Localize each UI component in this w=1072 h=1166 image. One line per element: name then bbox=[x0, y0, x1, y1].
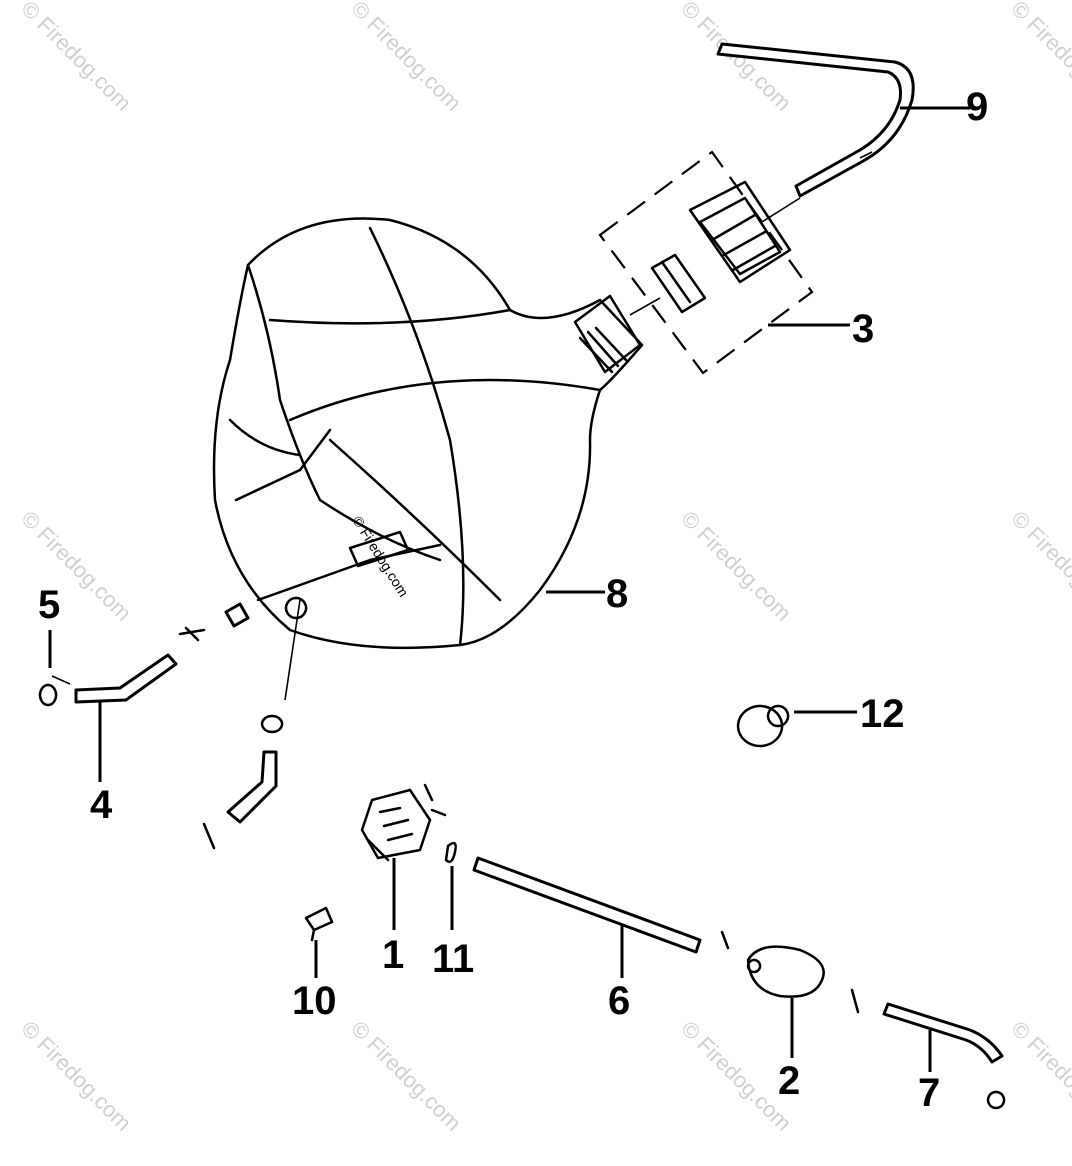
callout-6: 6 bbox=[608, 979, 630, 1023]
callout-5: 5 bbox=[38, 583, 60, 627]
tank-stamp-text: © Firedog.com bbox=[349, 513, 411, 600]
callout-8: 8 bbox=[606, 572, 628, 616]
callout-10: 10 bbox=[292, 979, 337, 1023]
part-7-fuel-hose bbox=[882, 1002, 1006, 1110]
callout-4: 4 bbox=[90, 783, 113, 827]
part-3-fuel-cap-assembly bbox=[598, 150, 814, 375]
watermark: © Firedog.com bbox=[1006, 506, 1072, 626]
watermark: © Firedog.com bbox=[346, 0, 466, 116]
callout-1: 1 bbox=[382, 933, 404, 977]
part-10-screw bbox=[304, 906, 334, 942]
callout-9: 9 bbox=[966, 85, 988, 129]
part-1-fuel-valve bbox=[360, 783, 447, 862]
part-4-drain-hose bbox=[74, 596, 308, 850]
watermark: © Firedog.com bbox=[346, 1016, 466, 1136]
watermark: © Firedog.com bbox=[16, 506, 136, 626]
part-11-clip bbox=[444, 841, 457, 863]
callout-7: 7 bbox=[918, 1071, 940, 1115]
callout-12: 12 bbox=[860, 692, 905, 736]
part-2-fuel-filter bbox=[720, 930, 860, 1014]
watermark: © Firedog.com bbox=[676, 506, 796, 626]
watermarks: © Firedog.com © Firedog.com © Firedog.co… bbox=[16, 0, 1072, 1136]
watermark: © Firedog.com bbox=[16, 0, 136, 116]
part-6-fuel-line bbox=[472, 856, 702, 954]
watermark: © Firedog.com bbox=[1006, 1016, 1072, 1136]
watermark: © Firedog.com bbox=[16, 1016, 136, 1136]
watermark: © Firedog.com bbox=[1006, 0, 1072, 116]
callout-3: 3 bbox=[852, 307, 874, 351]
callout-2: 2 bbox=[778, 1059, 800, 1103]
part-12-grommet bbox=[736, 704, 790, 748]
leader-lines bbox=[48, 106, 970, 1072]
part-5-hose-clip bbox=[38, 675, 71, 707]
part-9-breather-tube bbox=[716, 42, 915, 198]
callout-11: 11 bbox=[432, 937, 474, 981]
callout-numbers: 9 3 8 12 5 4 1 11 10 6 2 7 bbox=[38, 85, 988, 1115]
part-8-fuel-tank: © Firedog.com bbox=[212, 217, 644, 650]
